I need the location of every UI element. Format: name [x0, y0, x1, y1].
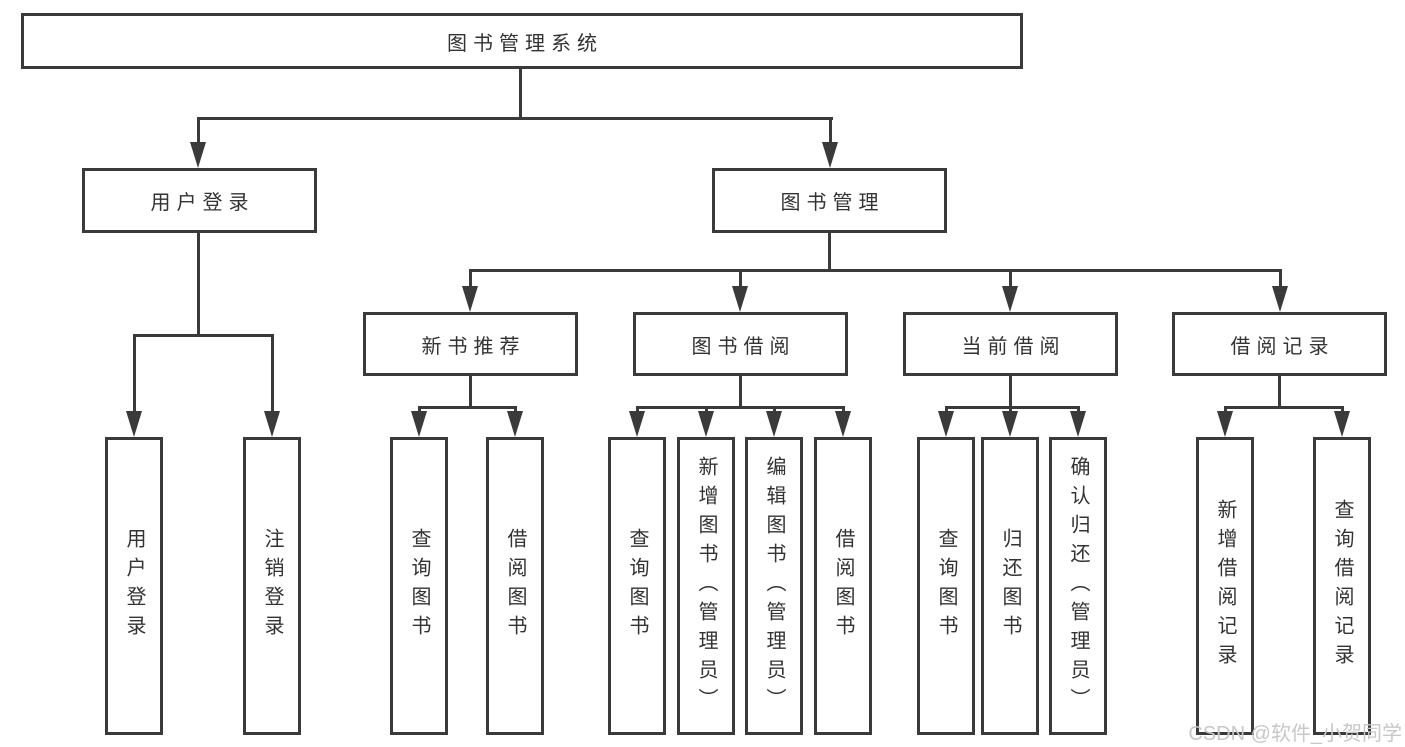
arrowhead-down	[507, 411, 523, 437]
connector-line	[469, 375, 472, 409]
arrowhead-down	[1002, 411, 1018, 437]
csdn-watermark: CSDN @软件_小贺同学	[1188, 723, 1402, 745]
connector-line	[773, 406, 776, 414]
connector-line	[829, 117, 832, 145]
connector-line	[514, 406, 517, 414]
connector-line	[945, 406, 1080, 409]
connector-line	[1224, 406, 1344, 409]
leaf-query-borrow-record: 查询借阅记录	[1313, 437, 1371, 735]
connector-line	[705, 406, 708, 414]
arrowhead-down	[126, 411, 142, 437]
arrowhead-down	[264, 411, 280, 437]
arrowhead-down	[732, 286, 748, 312]
connector-line	[519, 68, 522, 120]
arrowhead-down	[411, 411, 427, 437]
leaf-label: 查询图书	[935, 528, 957, 644]
leaf-label: 编辑图书（管理员）	[763, 455, 785, 717]
leaf-label: 注销登录	[261, 528, 283, 644]
arrowhead-down	[698, 411, 714, 437]
connector-line	[1341, 406, 1344, 414]
leaf-borrow-book-recommend: 借阅图书	[486, 437, 544, 735]
leaf-label: 用户登录	[123, 528, 145, 644]
leaf-edit-book-admin: 编辑图书（管理员）	[745, 437, 803, 735]
connector-line	[469, 269, 1282, 272]
connector-line	[197, 117, 833, 120]
connector-line	[197, 117, 200, 145]
arrowhead-down	[1272, 286, 1288, 312]
arrowhead-down	[938, 411, 954, 437]
leaf-logout: 注销登录	[243, 437, 301, 735]
leaf-label: 查询图书	[626, 528, 648, 644]
arrowhead-down	[1334, 411, 1350, 437]
leaf-add-book-admin: 新增图书（管理员）	[677, 437, 735, 735]
arrowhead-down	[1002, 286, 1018, 312]
leaf-label: 确认归还（管理员）	[1067, 455, 1089, 717]
leaf-label: 借阅图书	[504, 528, 526, 644]
leaf-confirm-return-admin: 确认归还（管理员）	[1049, 437, 1107, 735]
connector-line	[1278, 375, 1281, 409]
arrowhead-down	[822, 142, 838, 168]
connector-line	[418, 406, 517, 409]
connector-line	[418, 406, 421, 414]
connector-line	[1224, 406, 1227, 414]
connector-line	[1009, 375, 1012, 409]
arrowhead-down	[190, 142, 206, 168]
leaf-add-borrow-record: 新增借阅记录	[1196, 437, 1254, 735]
node-user-login: 用户登录	[82, 168, 317, 233]
connector-line	[739, 375, 742, 409]
arrowhead-down	[835, 411, 851, 437]
leaf-label: 查询图书	[408, 528, 430, 644]
connector-line	[1077, 406, 1080, 414]
node-book-borrowing: 图书借阅	[633, 312, 848, 376]
leaf-label: 借阅图书	[832, 528, 854, 644]
connector-line	[842, 406, 845, 414]
connector-line	[133, 334, 274, 337]
leaf-query-book-borrowing: 查询图书	[608, 437, 666, 735]
leaf-borrow-book: 借阅图书	[814, 437, 872, 735]
node-borrowing-records: 借阅记录	[1172, 312, 1387, 376]
leaf-return-book: 归还图书	[981, 437, 1039, 735]
leaf-query-book-recommend: 查询图书	[390, 437, 448, 735]
connector-line	[636, 406, 639, 414]
arrowhead-down	[629, 411, 645, 437]
connector-line	[1279, 269, 1282, 289]
node-new-book-recommendation: 新书推荐	[363, 312, 578, 376]
connector-line	[739, 269, 742, 289]
connector-line	[133, 334, 136, 413]
node-book-management: 图书管理	[712, 168, 947, 233]
arrowhead-down	[1070, 411, 1086, 437]
leaf-label: 新增图书（管理员）	[695, 455, 717, 717]
leaf-label: 查询借阅记录	[1331, 499, 1353, 673]
leaf-label: 归还图书	[999, 528, 1021, 644]
connector-line	[1009, 269, 1012, 289]
connector-line	[1009, 406, 1012, 414]
arrowhead-down	[1217, 411, 1233, 437]
connector-line	[469, 269, 472, 289]
node-root-library-management-system: 图书管理系统	[21, 13, 1023, 69]
leaf-user-login: 用户登录	[105, 437, 163, 735]
connector-line	[636, 406, 845, 409]
connector-line	[271, 334, 274, 413]
leaf-label: 新增借阅记录	[1214, 499, 1236, 673]
arrowhead-down	[462, 286, 478, 312]
node-current-borrowing: 当前借阅	[903, 312, 1118, 376]
leaf-query-book-current: 查询图书	[917, 437, 975, 735]
connector-line	[945, 406, 948, 414]
connector-line	[197, 232, 200, 336]
connector-line	[828, 232, 831, 272]
arrowhead-down	[766, 411, 782, 437]
